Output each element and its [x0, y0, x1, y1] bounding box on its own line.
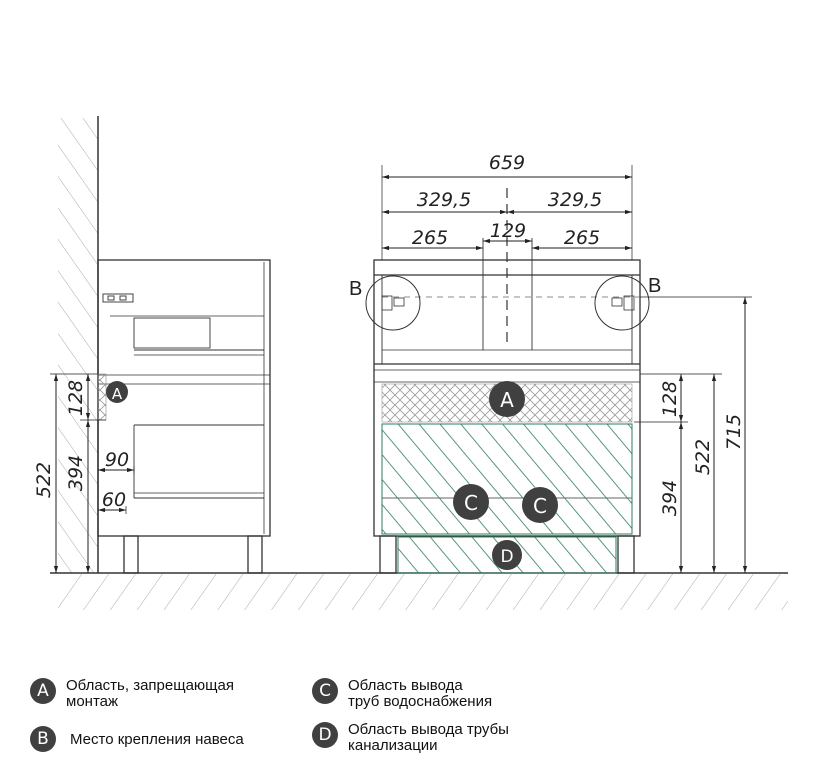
front-top-dimensions [381, 165, 633, 260]
front-marker-d: D [492, 540, 522, 570]
dim-128-front: 128 [659, 381, 681, 417]
legend-b-line1: Место крепления навеса [70, 731, 244, 748]
side-view-hanger-bracket [102, 293, 134, 303]
legend-b-symbol: B [30, 726, 56, 752]
side-view-dimensions [50, 373, 135, 573]
legend-a-line1: Область, запрещающая [66, 677, 234, 694]
legend-a-symbol: A [30, 678, 56, 704]
dim-522-front: 522 [692, 439, 714, 475]
legend-d-line2: канализации [348, 737, 438, 754]
dim-265-left: 265 [412, 227, 448, 249]
front-zone-c [381, 423, 633, 535]
legend-c-line1: Область вывода [348, 677, 463, 694]
front-marker-a-letter: A [500, 388, 514, 412]
legend-a-text: Область, запрещающая монтаж [66, 678, 234, 710]
legend-item-a: A Область, запрещающая монтаж [30, 678, 234, 710]
dim-329-5-left: 329,5 [417, 189, 471, 211]
floor [50, 572, 788, 610]
side-marker-a: A [106, 381, 128, 403]
side-dim-60: 60 [102, 489, 126, 511]
front-marker-d-letter: D [500, 547, 513, 567]
side-view-legs [123, 535, 263, 574]
front-marker-a: A [489, 381, 525, 417]
front-marker-c-right: C [522, 487, 558, 523]
dim-715: 715 [723, 414, 745, 450]
legend-item-d: D Область вывода трубы канализации [312, 722, 509, 754]
legend: A Область, запрещающая монтаж B Место кр… [0, 670, 820, 780]
front-label-b-right: B [648, 275, 661, 297]
front-view-legs [379, 535, 635, 574]
front-label-b-left: B [349, 278, 362, 300]
legend-a-line2: монтаж [66, 693, 119, 710]
side-dim-90: 90 [105, 449, 129, 471]
side-dim-394: 394 [65, 455, 87, 491]
legend-c-line2: труб водоснабжения [348, 693, 493, 710]
front-marker-c-right-letter: C [533, 494, 547, 518]
front-hanger-left [365, 275, 421, 331]
legend-item-b: B Место крепления навеса [30, 726, 244, 752]
side-dim-128: 128 [65, 380, 87, 416]
dim-329-5-right: 329,5 [548, 189, 602, 211]
dim-129: 129 [490, 220, 526, 242]
legend-b-text: Место крепления навеса [66, 726, 244, 748]
dim-394-front: 394 [659, 480, 681, 516]
legend-d-line1: Область вывода трубы [348, 721, 509, 738]
dim-659: 659 [489, 152, 525, 174]
legend-item-c: C Область вывода труб водоснабжения [312, 678, 492, 710]
side-marker-a-letter: A [112, 385, 123, 403]
dim-265-right: 265 [564, 227, 600, 249]
front-hanger-right [594, 275, 650, 331]
front-right-dimensions [634, 296, 752, 573]
side-view-zone-a [97, 373, 107, 421]
legend-c-symbol: C [312, 678, 338, 704]
legend-d-symbol: D [312, 722, 338, 748]
wall [58, 116, 99, 573]
side-dim-522: 522 [33, 462, 55, 498]
front-marker-c-left-letter: C [464, 491, 478, 515]
front-marker-c-left: C [453, 484, 489, 520]
legend-c-text: Область вывода труб водоснабжения [348, 678, 492, 710]
legend-d-text: Область вывода трубы канализации [348, 722, 509, 754]
